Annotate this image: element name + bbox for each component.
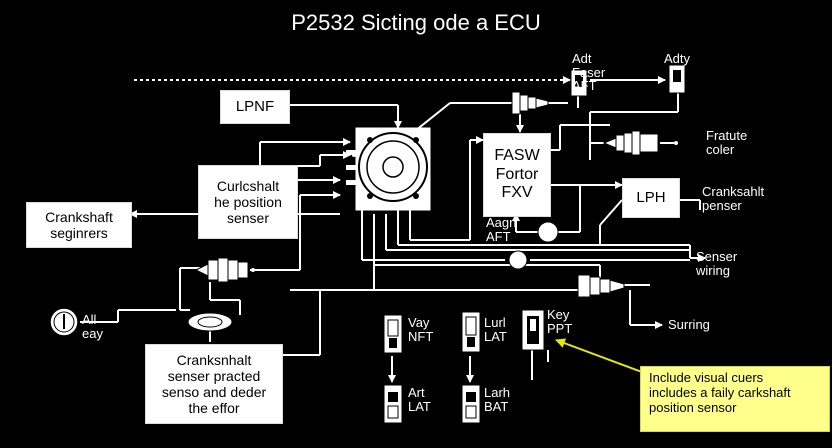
pin-markers: [251, 141, 678, 272]
switch-art: [383, 384, 403, 424]
label-fratute: Fratute coler: [706, 128, 748, 157]
label-larh: Larh BAT: [484, 385, 511, 414]
label-sensor-wiring: Senser wiring: [696, 249, 738, 278]
switch-larh: [461, 384, 481, 424]
fasw-box: FASW Fortor FXV: [483, 133, 551, 217]
junction-dot-wiring: [508, 250, 528, 270]
switch-vay: [383, 314, 403, 354]
connector-plug-right: [602, 130, 659, 156]
label-art: Art LAT: [408, 385, 431, 414]
annotation-note: Include visual cuers includes a faily ca…: [640, 366, 830, 432]
label-adty: Adty: [664, 51, 691, 66]
top-switch-adt: [570, 69, 588, 97]
crankshaft-position-sensor-box: Curlcshalt he position senser: [198, 165, 298, 239]
switch-key: [521, 309, 545, 351]
label-vay: Vay NFT: [408, 315, 434, 344]
diagram-title: P2532 Sicting ode a ECU: [291, 10, 541, 35]
label-crankshaft-right: Cranksahlt penser: [702, 184, 765, 213]
lpnf-box: LPNF: [220, 90, 290, 124]
connector-plug-top: [511, 91, 549, 115]
label-adt: Adt Faser AFT: [572, 51, 606, 94]
label-surring: Surring: [668, 317, 710, 332]
connector-plug-bottom-right: [577, 274, 625, 298]
crankshaft-sensor-lens: [187, 312, 233, 332]
crankshaft-segments-box: Crankshaft seginrers: [26, 202, 132, 248]
label-all-key: All eay: [82, 312, 103, 341]
switch-lurl: [461, 311, 481, 353]
lph-box: LPH: [622, 178, 680, 218]
label-key: Key PPT: [547, 307, 573, 336]
ecu-component: [346, 127, 431, 211]
label-lurl: Lurl LAT: [484, 315, 507, 344]
crankshaft-predicted-box: Cranksnhalt senser practed senso and ded…: [145, 344, 283, 424]
junction-dot-aagn: [537, 221, 559, 243]
all-key-gauge: [49, 307, 79, 337]
top-switch-adty: [668, 64, 686, 94]
label-aagn: Aagn AFT: [486, 215, 517, 244]
wire-lines: [80, 76, 706, 383]
connector-plug-left: [194, 257, 249, 283]
note-arrow: [555, 338, 643, 373]
